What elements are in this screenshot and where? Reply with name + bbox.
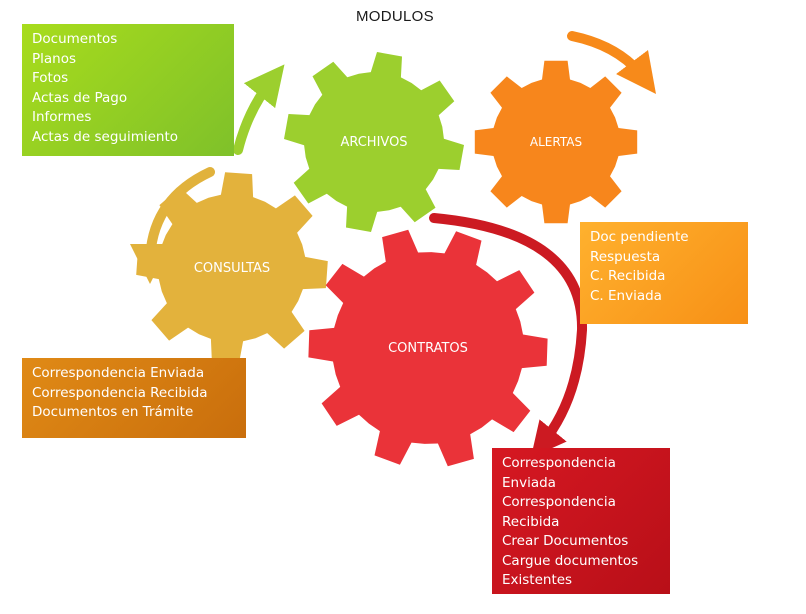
consultas-items-box: Correspondencia Enviada Correspondencia … bbox=[22, 358, 246, 438]
consultas-item: Documentos en Trámite bbox=[32, 404, 194, 420]
gear-contratos-shape bbox=[308, 229, 548, 467]
gear-consultas: CONSULTAS bbox=[136, 172, 328, 364]
gear-alertas: ALERTAS bbox=[474, 60, 638, 224]
contratos-item: Enviada bbox=[502, 474, 556, 491]
archivos-item: Actas de Pago bbox=[32, 89, 128, 106]
gear-archivos-shape bbox=[284, 52, 464, 232]
contratos-item: Recibida bbox=[502, 513, 560, 530]
arrow-orange-right bbox=[567, 31, 657, 94]
gear-alertas-label: ALERTAS bbox=[530, 135, 582, 149]
gear-consultas-label: CONSULTAS bbox=[194, 261, 270, 276]
alertas-item: C. Enviada bbox=[590, 287, 662, 304]
alertas-item: Respuesta bbox=[590, 248, 661, 265]
contratos-item: Correspondencia bbox=[502, 494, 616, 510]
consultas-item: Correspondencia Enviada bbox=[32, 365, 205, 381]
gear-archivos-label: ARCHIVOS bbox=[340, 135, 407, 150]
alertas-item: Doc pendiente bbox=[590, 229, 689, 245]
gear-alertas-shape bbox=[474, 60, 638, 224]
archivos-item: Actas de seguimiento bbox=[32, 128, 179, 145]
archivos-item: Informes bbox=[32, 109, 92, 125]
alertas-item: C. Recibida bbox=[590, 268, 666, 284]
consultas-item: Correspondencia Recibida bbox=[32, 384, 208, 401]
gear-contratos: CONTRATOS bbox=[308, 229, 548, 467]
diagram-title: MODULOS bbox=[356, 8, 434, 25]
gear-consultas-shape bbox=[136, 172, 328, 364]
archivos-item: Documentos bbox=[32, 31, 118, 47]
contratos-item: Existentes bbox=[502, 572, 573, 588]
archivos-items-box: Documentos Planos Fotos Actas de Pago In… bbox=[22, 24, 234, 156]
alertas-items-box: Doc pendiente Respuesta C. Recibida C. E… bbox=[580, 222, 748, 324]
contratos-item: Cargue documentos bbox=[502, 552, 639, 569]
gear-archivos: ARCHIVOS bbox=[284, 52, 464, 232]
contratos-item: Crear Documentos bbox=[502, 533, 629, 549]
archivos-item: Fotos bbox=[32, 70, 69, 86]
contratos-items-box: Correspondencia Enviada Correspondencia … bbox=[492, 448, 670, 594]
gear-contratos-label: CONTRATOS bbox=[388, 341, 468, 356]
contratos-item: Correspondencia bbox=[502, 455, 616, 471]
archivos-item: Planos bbox=[32, 50, 77, 67]
arrow-green-up bbox=[233, 64, 285, 155]
